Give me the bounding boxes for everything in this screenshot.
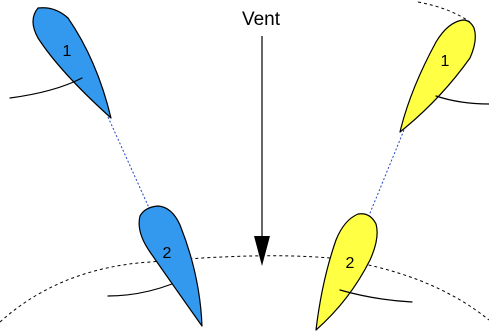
yellow-boat-1-hull bbox=[399, 19, 476, 133]
wind-arrow-head bbox=[254, 236, 270, 266]
zone-circle-lower bbox=[0, 255, 489, 323]
blue-boat-2-hull bbox=[138, 205, 203, 327]
blue-boat-1-sail bbox=[9, 77, 83, 99]
blue-boat-1-hull bbox=[32, 7, 112, 119]
wind-label: Vent bbox=[242, 9, 281, 30]
zone-circle-upper bbox=[417, 1, 471, 23]
yellow-boat-2: 2 bbox=[315, 213, 413, 331]
blue-boat-2-sail bbox=[107, 283, 173, 297]
blue-boats-link bbox=[107, 116, 151, 211]
blue-boat-1-number: 1 bbox=[63, 43, 72, 60]
yellow-boat-1: 1 bbox=[399, 19, 489, 133]
yellow-boat-2-hull bbox=[315, 213, 378, 331]
yellow-boat-2-sail bbox=[339, 289, 413, 303]
yellow-boat-2-number: 2 bbox=[346, 255, 355, 272]
blue-boat-2: 2 bbox=[107, 205, 203, 327]
blue-boat-2-number: 2 bbox=[163, 245, 172, 262]
yellow-boat-1-sail bbox=[435, 95, 489, 105]
yellow-boat-1-number: 1 bbox=[441, 53, 450, 70]
yellow-boats-link bbox=[367, 129, 405, 219]
blue-boat-1: 1 bbox=[9, 7, 112, 119]
